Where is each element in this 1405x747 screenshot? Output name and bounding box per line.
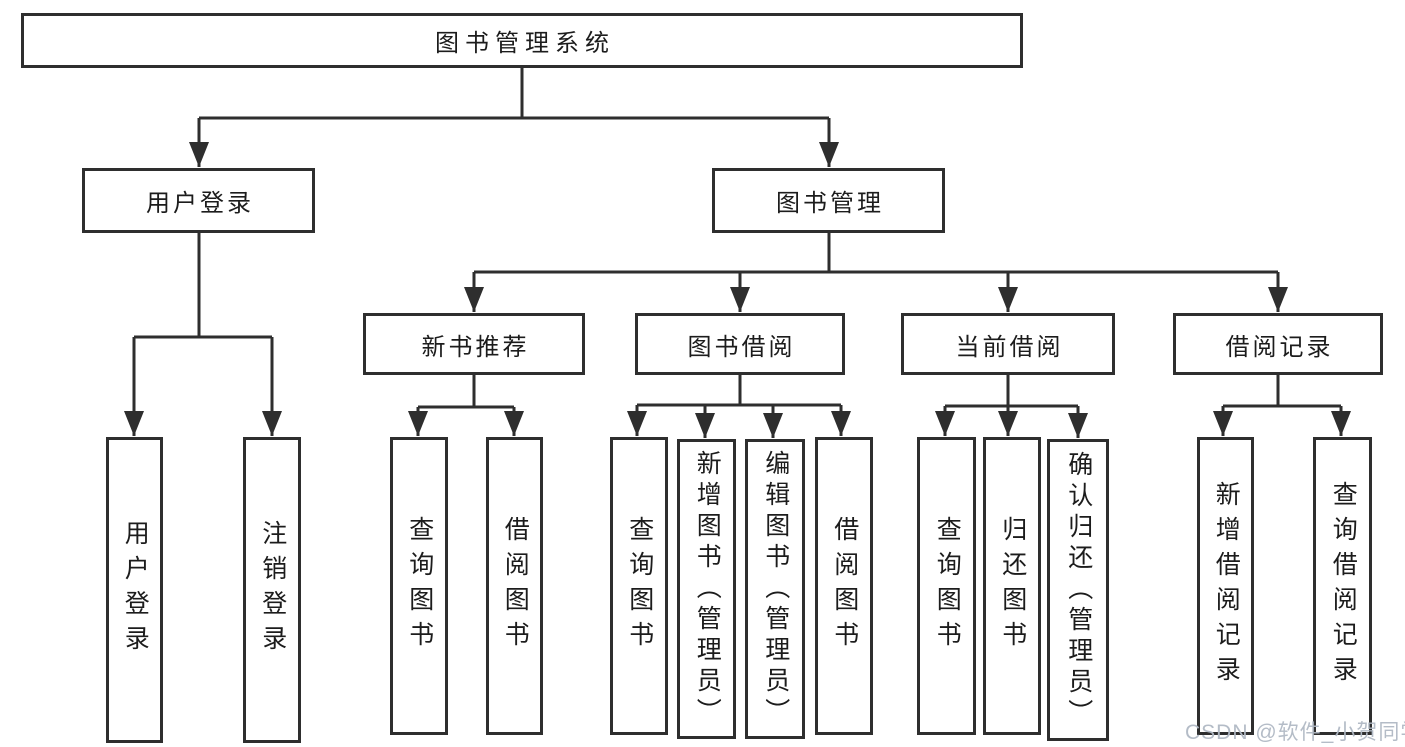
leaf-recommend-query-book: 查询图书 <box>390 437 448 735</box>
leaf-borrow-book: 借阅图书 <box>815 437 873 735</box>
leaf-query-borrow-record-label: 查询借阅记录 <box>1329 481 1358 691</box>
node-book-borrow: 图书借阅 <box>635 313 845 375</box>
leaf-recommend-query-book-label: 查询图书 <box>405 516 434 656</box>
node-user-login-label: 用户登录 <box>146 190 254 217</box>
leaf-query-borrow-record: 查询借阅记录 <box>1313 437 1372 735</box>
node-root: 图书管理系统 <box>21 13 1023 68</box>
leaf-current-query-book: 查询图书 <box>917 437 976 735</box>
leaf-add-borrow-record: 新增借阅记录 <box>1197 437 1254 735</box>
node-book-management-label: 图书管理 <box>776 190 884 217</box>
node-user-login: 用户登录 <box>82 168 315 233</box>
leaf-borrow-book-label: 借阅图书 <box>830 516 859 656</box>
leaf-edit-book-admin-label: 编辑图书（管理员） <box>761 449 790 729</box>
leaf-borrow-query-book: 查询图书 <box>610 437 668 735</box>
leaf-user-login: 用户登录 <box>106 437 163 743</box>
leaf-add-borrow-record-label: 新增借阅记录 <box>1212 481 1241 691</box>
leaf-edit-book-admin: 编辑图书（管理员） <box>745 439 805 739</box>
node-book-borrow-label: 图书借阅 <box>687 333 796 361</box>
node-root-label: 图书管理系统 <box>435 30 615 57</box>
leaf-confirm-return-admin-label: 确认归还（管理员） <box>1064 450 1093 730</box>
node-borrow-record-label: 借阅记录 <box>1225 333 1334 361</box>
leaf-current-query-book-label: 查询图书 <box>933 516 962 656</box>
leaf-add-book-admin-label: 新增图书（管理员） <box>693 449 722 729</box>
tree-arrow-lines <box>124 118 1351 438</box>
leaf-return-book-label: 归还图书 <box>998 516 1027 656</box>
leaf-logout: 注销登录 <box>243 437 301 743</box>
node-current-borrow: 当前借阅 <box>901 313 1115 375</box>
node-new-book-recommend-label: 新书推荐 <box>421 333 530 361</box>
node-book-management: 图书管理 <box>712 168 945 233</box>
node-current-borrow-label: 当前借阅 <box>955 333 1064 361</box>
node-borrow-record: 借阅记录 <box>1173 313 1383 375</box>
leaf-add-book-admin: 新增图书（管理员） <box>677 439 736 739</box>
tree-branch-lines <box>134 68 1341 409</box>
leaf-recommend-borrow-book: 借阅图书 <box>486 437 543 735</box>
leaf-recommend-borrow-book-label: 借阅图书 <box>501 516 530 656</box>
leaf-user-login-label: 用户登录 <box>121 520 150 660</box>
leaf-borrow-query-book-label: 查询图书 <box>625 516 654 656</box>
leaf-logout-label: 注销登录 <box>258 520 287 660</box>
csdn-watermark: CSDN @软件_小贺同学 <box>1185 721 1405 744</box>
leaf-return-book: 归还图书 <box>983 437 1041 735</box>
node-new-book-recommend: 新书推荐 <box>363 313 585 375</box>
leaf-confirm-return-admin: 确认归还（管理员） <box>1047 439 1109 741</box>
